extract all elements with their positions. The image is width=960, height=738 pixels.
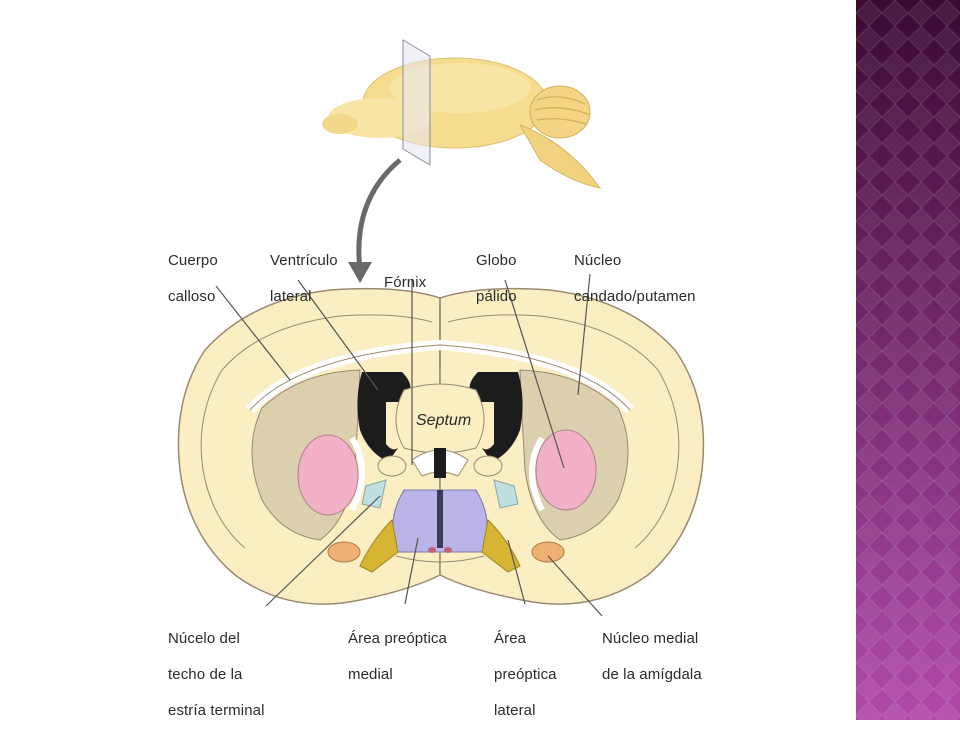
label-line: Área — [494, 630, 527, 647]
label-line: de la amígdala — [602, 666, 702, 683]
decorative-side-panel — [856, 0, 960, 720]
label-line: estría terminal — [168, 702, 265, 719]
label-line: lateral — [270, 288, 312, 305]
brain-coronal-section-figure: Cuerpo calloso Ventrículo lateral Fórnix… — [168, 39, 705, 719]
label-line: preóptica — [494, 666, 557, 683]
brain-diagram — [177, 39, 705, 617]
label-nucleo-caudado-putamen: Núcleo candado/putamen — [574, 234, 696, 324]
leader-lines — [215, 273, 603, 617]
label-nucleo-medial-amigdala: Núcleo medial de la amígdala — [602, 612, 702, 702]
label-fornix: Fórnix — [384, 256, 426, 310]
label-line: Núcelo del — [168, 630, 240, 647]
label-line: medial — [348, 666, 393, 683]
label-line: techo de la — [168, 666, 243, 683]
whole-brain-illustration — [322, 57, 602, 189]
label-ventriculo-lateral: Ventrículo lateral — [270, 234, 338, 324]
label-globo-palido: Globo pálido — [476, 234, 517, 324]
label-line: Núcleo — [574, 252, 622, 269]
section-plane — [402, 39, 431, 166]
label-line: Cuerpo — [168, 252, 218, 269]
label-septum: Septum — [416, 412, 472, 429]
diamond-pattern — [856, 0, 960, 720]
label-line: candado/putamen — [574, 288, 696, 305]
section-arrow — [356, 158, 402, 271]
label-line: Núcleo medial — [602, 630, 699, 647]
label-cuerpo-calloso: Cuerpo calloso — [168, 234, 218, 324]
coronal-section — [177, 287, 705, 605]
arrow-head — [348, 262, 372, 283]
label-line: pálido — [476, 288, 517, 305]
label-nucleo-techo-estria-terminal: Núcelo del techo de la estría terminal — [168, 612, 265, 738]
cerebellum — [529, 85, 591, 139]
label-area-preoptica-lateral: Área preóptica lateral — [494, 612, 557, 738]
label-area-preoptica-medial: Área preóptica medial — [348, 612, 447, 702]
label-line: Globo — [476, 252, 517, 269]
slide: Cuerpo calloso Ventrículo lateral Fórnix… — [168, 0, 960, 720]
label-line: calloso — [168, 288, 216, 305]
label-line: Ventrículo — [270, 252, 338, 269]
label-line: Área preóptica — [348, 630, 447, 647]
label-line: lateral — [494, 702, 536, 719]
label-line: Fórnix — [384, 274, 427, 291]
